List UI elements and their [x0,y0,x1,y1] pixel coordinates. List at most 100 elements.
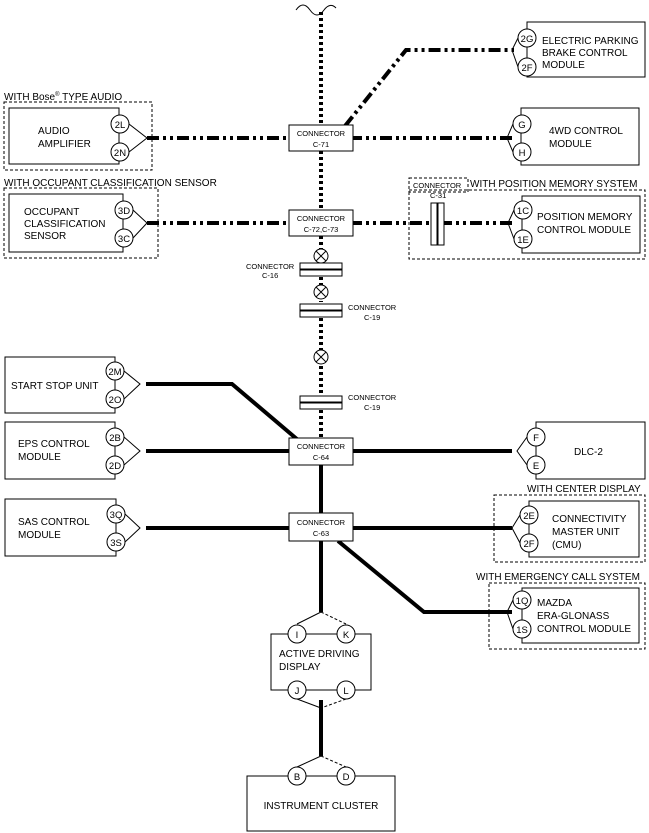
add-bottom-link-left [296,698,322,709]
group-occupant-classification: WITH OCCUPANT CLASSIFICATION SENSOR [3,178,217,259]
group-position-memory: CONNECTOR C-31 WITH POSITION MEMORY SYST… [408,177,646,260]
connector-c16-id: C-16 [262,271,278,280]
cmu-pin-link [511,514,521,544]
cluster-pin-a: B [294,772,300,783]
group-bose-audio: WITH Bose® TYPE AUDIO [3,91,153,171]
ocs-line1: OCCUPANT [24,207,79,218]
epb-line2: BRAKE CONTROL [542,48,628,59]
cmu-line2: MASTER UNIT [552,527,620,538]
start-stop-pin-b: 2O [109,395,122,406]
group-center-display-label: WITH CENTER DISPLAY [527,484,641,495]
dlc-pin-link [516,436,528,466]
fourwd-pin-link [506,123,514,153]
module-start-stop-unit: 2M 2O START STOP UNIT [4,356,141,414]
posmem-pin-link [507,209,515,240]
sas-line1: SAS CONTROL [18,517,90,528]
epb-pin-link [511,37,519,68]
group-emergency-label: WITH EMERGENCY CALL SYSTEM [476,572,640,583]
sas-pin-b: 3S [110,538,122,549]
module-sas: 3Q 3S SAS CONTROL MODULE [4,498,141,557]
audio-pin-b: 2N [114,148,126,159]
eps-pin-b: 2D [109,461,121,472]
pin-d-cluster [336,766,356,786]
connector-c72-title: CONNECTOR [297,214,346,223]
connector-c72-c73: CONNECTOR C-72,C-73 [288,209,354,237]
start-stop-pin-link [123,370,141,400]
connector-c19-lower: CONNECTOR C-19 [299,393,397,412]
twisted-pair-symbols [313,248,329,365]
audio-pin-a: 2L [115,120,126,131]
cmu-line3: (CMU) [552,540,581,551]
fourwd-pin-a: G [518,120,525,131]
epb-line1: ELECTRIC PARKING [542,36,639,47]
dlc-pin-b: E [533,461,539,472]
eps-line1: EPS CONTROL [18,439,90,450]
wire-era [336,539,512,614]
wire-epb [343,48,514,128]
group-bose-label: WITH Bose® TYPE AUDIO [4,91,122,103]
posmem-line2: CONTROL MODULE [537,225,631,236]
connector-c31-left [430,202,438,246]
module-active-driving-display: I K ACTIVE DRIVING DISPLAY J L [270,611,372,709]
pin-k [336,624,356,644]
ocs-line2: CLASSIFICATION [24,219,106,230]
ocs-pin-b: 3C [118,234,130,245]
ocs-pin-link [132,209,148,239]
group-emergency-call: WITH EMERGENCY CALL SYSTEM [476,572,646,650]
add-pin-tl: I [296,630,299,641]
sas-pin-a: 3Q [110,510,123,521]
connector-c19b-id: C-19 [364,403,380,412]
fourwd-pin-b: H [519,148,526,159]
module-audio-amplifier: 2L 2N AUDIO AMPLIFIER [8,107,148,165]
connector-c64-id: C-64 [313,453,329,462]
add-top-link-left [296,611,322,625]
pin-i [287,624,307,644]
cluster-link-left [296,755,322,768]
connector-c71-title: CONNECTOR [297,129,346,138]
fourwd-line2: MODULE [549,139,592,150]
connector-c63-id: C-63 [313,529,329,538]
group-center-display: WITH CENTER DISPLAY [493,484,646,563]
posmem-pin-a: 1C [517,206,529,217]
connector-c64: CONNECTOR C-64 [288,437,354,466]
sas-pin-link [124,513,141,543]
connector-c63: CONNECTOR C-63 [288,512,354,542]
cluster-line1: INSTRUMENT CLUSTER [264,801,379,812]
wire-start-stop [146,382,300,442]
connector-c71: CONNECTOR C-71 [288,124,354,152]
audio-pin-link [128,123,148,153]
connector-c31-label-box [408,177,469,193]
ocs-line3: SENSOR [24,231,66,242]
twist-symbol-1 [313,248,329,264]
wire-break-mark [295,4,337,16]
connector-c72-id: C-72,C-73 [304,225,339,234]
era-line1: MAZDA [537,598,572,609]
dlc-line1: DLC-2 [574,447,603,458]
connector-c16-title: CONNECTOR [246,262,295,271]
connector-c16: CONNECTOR C-16 [246,262,343,280]
dlc-pin-a: F [533,433,539,444]
start-stop-line1: START STOP UNIT [11,381,98,392]
connector-c63-title: CONNECTOR [297,518,346,527]
era-pin-a: 1Q [516,596,529,607]
cmu-pin-a: 2E [523,511,535,522]
bus-lines [146,4,514,756]
add-line2: DISPLAY [279,662,321,673]
group-ocs-label: WITH OCCUPANT CLASSIFICATION SENSOR [4,178,217,189]
cluster-link-right [320,755,347,768]
module-position-memory: 1C 1E POSITION MEMORY CONTROL MODULE [507,195,641,254]
connector-c31-id: C-31 [430,191,446,200]
eps-line2: MODULE [18,452,61,463]
module-4wd: G H 4WD CONTROL MODULE [506,107,640,166]
add-bottom-link-right [320,698,347,709]
posmem-line1: POSITION MEMORY [537,212,633,223]
connector-c31-right [437,202,445,246]
module-cmu: 2E 2F CONNECTIVITY MASTER UNIT (CMU) [511,500,640,558]
fourwd-line1: 4WD CONTROL [549,126,623,137]
add-pin-bl: J [295,686,300,697]
connector-c19b-title: CONNECTOR [348,393,397,402]
eps-pin-link [123,436,141,466]
connector-c31-title: CONNECTOR [413,181,462,190]
start-stop-pin-a: 2M [108,367,121,378]
